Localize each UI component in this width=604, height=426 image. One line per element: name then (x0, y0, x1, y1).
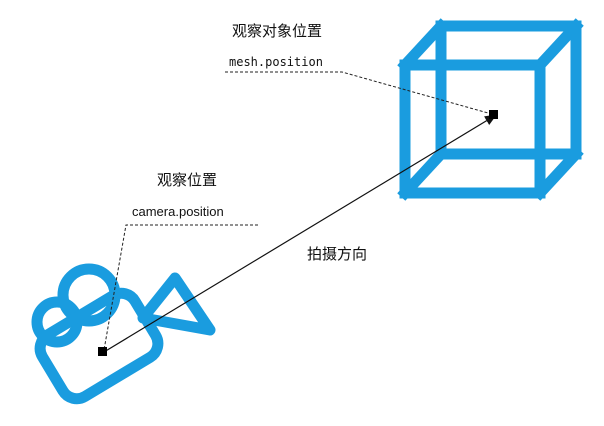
camera-leader-line (103, 224, 258, 351)
camera-title-label: 观察位置 (157, 171, 218, 189)
target-point-marker (489, 110, 498, 119)
direction-label: 拍摄方向 (307, 245, 368, 263)
camera-code-label: camera.position (132, 204, 224, 219)
camera-point-marker (98, 347, 107, 356)
wireframe-cube-icon (397, 18, 584, 201)
video-camera-icon (31, 263, 216, 405)
direction-arrow (103, 114, 497, 353)
target-code-label: mesh.position (229, 55, 323, 69)
target-leader-line (225, 71, 489, 114)
target-title-label: 观察对象位置 (232, 22, 323, 40)
